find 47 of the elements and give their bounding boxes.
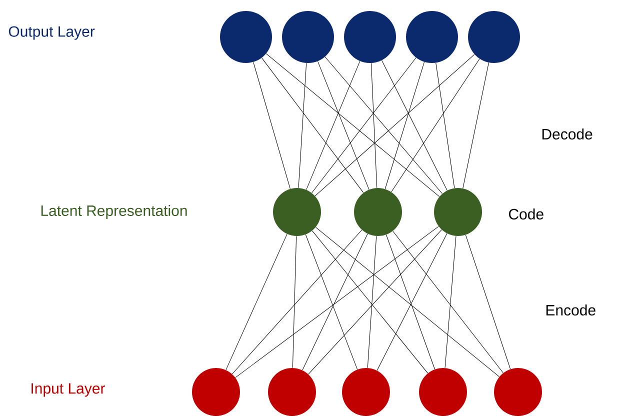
connection-line — [324, 56, 442, 194]
neuron-circle — [406, 11, 458, 63]
connection-line — [262, 58, 364, 193]
connection-line — [292, 236, 297, 368]
neuron-circle — [344, 11, 396, 63]
neuron-circle — [419, 368, 467, 416]
layer-label: Input Layer — [32, 383, 105, 397]
neuron-circle — [468, 11, 520, 63]
connection-line — [266, 53, 440, 197]
connection-line — [305, 234, 358, 370]
connection-line — [370, 62, 378, 188]
connection-line — [302, 234, 368, 370]
layer-label: Output Layer — [8, 26, 95, 40]
layer-label: Latent Representation — [41, 205, 187, 219]
connection-line — [316, 227, 500, 377]
connection-line — [444, 236, 456, 368]
connection-line — [376, 233, 448, 371]
connection-line — [462, 62, 489, 189]
connection-line — [367, 236, 377, 368]
neuron-circle — [282, 11, 334, 63]
connection-line — [253, 62, 290, 190]
connection-line — [235, 226, 439, 378]
connection-line — [298, 62, 307, 188]
layer-label: Decode — [542, 128, 592, 140]
connection-line — [312, 58, 416, 194]
connection-line — [314, 54, 475, 196]
layer-label: Encode — [546, 304, 596, 316]
neuron-circle — [220, 11, 272, 63]
neuron-circle — [434, 188, 482, 236]
neuron-circle — [273, 188, 321, 236]
connection-line — [386, 234, 436, 370]
neuron-circle — [268, 368, 316, 416]
connection-line — [465, 234, 511, 370]
connection-line — [232, 230, 362, 374]
connection-line — [317, 61, 370, 190]
connection-line — [382, 60, 448, 191]
connection-line — [436, 62, 455, 188]
neuron-circle — [354, 188, 402, 236]
connection-line — [384, 62, 425, 190]
neuron-circle — [192, 368, 240, 416]
layer-label: Code — [508, 208, 544, 220]
connection-line — [226, 234, 288, 370]
neuron-circle — [342, 368, 390, 416]
neuron-circle — [494, 368, 542, 416]
connection-line — [392, 230, 504, 374]
connection-line — [391, 58, 480, 192]
connection-line — [306, 60, 360, 190]
